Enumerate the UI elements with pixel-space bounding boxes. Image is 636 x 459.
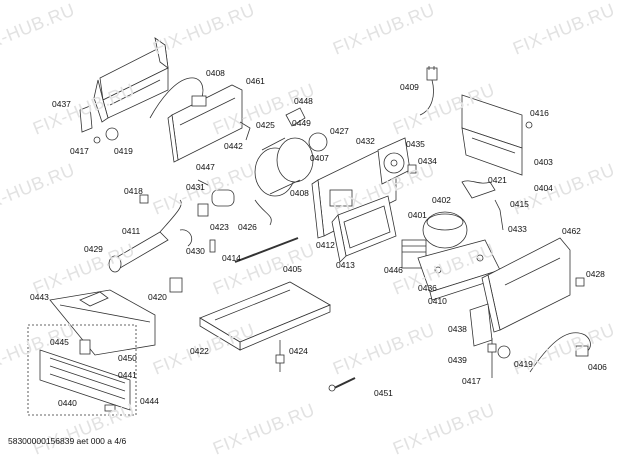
part-label-0446: 0446 <box>384 265 403 275</box>
part-label-0406: 0406 <box>588 362 607 372</box>
tray-part <box>199 281 331 351</box>
back-cover-part <box>461 94 533 176</box>
part-label-0419: 0419 <box>114 146 133 156</box>
part-label-0401: 0401 <box>408 210 427 220</box>
part-label-0450: 0450 <box>118 353 137 363</box>
part-label-0429: 0429 <box>84 244 103 254</box>
evaporator-part <box>331 195 397 263</box>
part-label-0419: 0419 <box>514 359 533 369</box>
part-label-0410: 0410 <box>428 296 447 306</box>
kick-plate-part <box>27 324 137 416</box>
wiring-harness-part <box>149 77 207 119</box>
part-label-0418: 0418 <box>124 186 143 196</box>
part-label-0407: 0407 <box>310 153 329 163</box>
part-label-0412: 0412 <box>316 240 335 250</box>
part-label-0439: 0439 <box>448 355 467 365</box>
fan-motor-part <box>239 107 328 226</box>
cable-part <box>529 332 591 373</box>
part-label-0442: 0442 <box>224 141 243 151</box>
leveling-foot-part <box>487 338 511 378</box>
rod-part <box>209 237 299 263</box>
part-label-0409: 0409 <box>400 82 419 92</box>
part-label-0435: 0435 <box>406 139 425 149</box>
part-label-0461: 0461 <box>246 76 265 86</box>
screw-part <box>275 340 285 372</box>
part-label-0414: 0414 <box>222 253 241 263</box>
part-label-0428: 0428 <box>586 269 605 279</box>
compressor-part <box>401 211 468 269</box>
part-label-0434: 0434 <box>418 156 437 166</box>
mount-bracket-part <box>469 303 493 347</box>
part-label-0462: 0462 <box>562 226 581 236</box>
part-label-0440: 0440 <box>58 398 77 408</box>
part-label-0408: 0408 <box>290 188 309 198</box>
part-label-0420: 0420 <box>148 292 167 302</box>
part-label-0451: 0451 <box>374 388 393 398</box>
part-label-0436: 0436 <box>418 283 437 293</box>
part-label-0426: 0426 <box>238 222 257 232</box>
part-label-0447: 0447 <box>196 162 215 172</box>
part-label-0431: 0431 <box>186 182 205 192</box>
part-label-0430: 0430 <box>186 246 205 256</box>
part-label-0417: 0417 <box>462 376 481 386</box>
diagram-footer: 58300000156839 aet 000 a 4/6 <box>8 436 127 446</box>
part-label-0445: 0445 <box>50 337 69 347</box>
part-label-0438: 0438 <box>448 324 467 334</box>
part-label-0427: 0427 <box>330 126 349 136</box>
part-label-0432: 0432 <box>356 136 375 146</box>
part-label-0444: 0444 <box>140 396 159 406</box>
part-label-0408: 0408 <box>206 68 225 78</box>
clip-part <box>79 105 119 144</box>
part-label-0413: 0413 <box>336 260 355 270</box>
part-label-0421: 0421 <box>488 175 507 185</box>
grille-part <box>49 289 156 356</box>
part-label-0441: 0441 <box>118 370 137 380</box>
part-label-0437: 0437 <box>52 99 71 109</box>
side-rail-part <box>481 237 585 333</box>
switch-part <box>169 277 183 293</box>
part-label-0433: 0433 <box>508 224 527 234</box>
power-cord-part <box>419 66 438 116</box>
part-label-0415: 0415 <box>510 199 529 209</box>
upper-bracket-part <box>93 37 169 123</box>
part-label-0411: 0411 <box>122 226 141 236</box>
part-label-0424: 0424 <box>289 346 308 356</box>
part-label-0405: 0405 <box>283 264 302 274</box>
part-label-0425: 0425 <box>256 120 275 130</box>
part-label-0417: 0417 <box>70 146 89 156</box>
part-label-0403: 0403 <box>534 157 553 167</box>
capacitor-part <box>197 179 235 217</box>
part-label-0443: 0443 <box>30 292 49 302</box>
part-label-0402: 0402 <box>432 195 451 205</box>
part-label-0423: 0423 <box>210 222 229 232</box>
drain-part <box>461 180 504 231</box>
side-panel-part <box>167 84 243 163</box>
part-label-0416: 0416 <box>530 108 549 118</box>
part-label-0449: 0449 <box>292 118 311 128</box>
part-label-0404: 0404 <box>534 183 553 193</box>
pin-part <box>328 377 356 392</box>
cover-panel-part <box>311 144 397 239</box>
thermostat-part <box>108 194 193 273</box>
part-label-0422: 0422 <box>190 346 209 356</box>
part-label-0448: 0448 <box>294 96 313 106</box>
condenser-fan-part <box>377 137 417 185</box>
